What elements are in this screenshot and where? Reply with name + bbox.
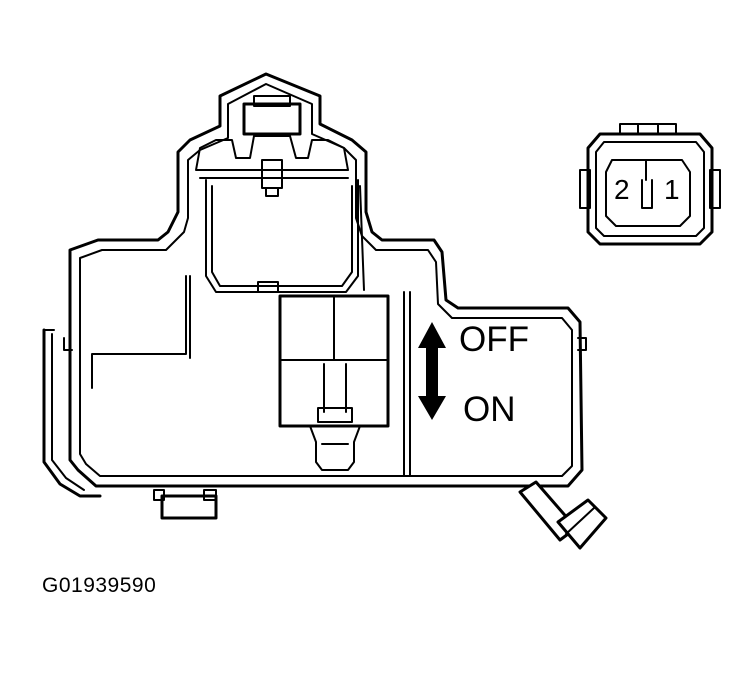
state-on-label: ON bbox=[463, 390, 516, 429]
outlet-nipple bbox=[518, 480, 608, 550]
electrical-connector bbox=[579, 123, 721, 246]
float-switch bbox=[278, 294, 390, 471]
partition-walls bbox=[91, 275, 411, 477]
figure-id: G01939590 bbox=[42, 574, 157, 597]
reservoir-cap bbox=[195, 95, 349, 197]
mounting-bracket bbox=[42, 328, 102, 498]
inner-chamber bbox=[205, 179, 365, 293]
mounting-pin bbox=[153, 489, 218, 520]
state-off-label: OFF bbox=[459, 320, 529, 359]
connector-pin-1-label: 1 bbox=[664, 174, 680, 205]
off-on-arrow-icon bbox=[418, 322, 446, 420]
connector-pin-2-label: 2 bbox=[614, 174, 630, 205]
